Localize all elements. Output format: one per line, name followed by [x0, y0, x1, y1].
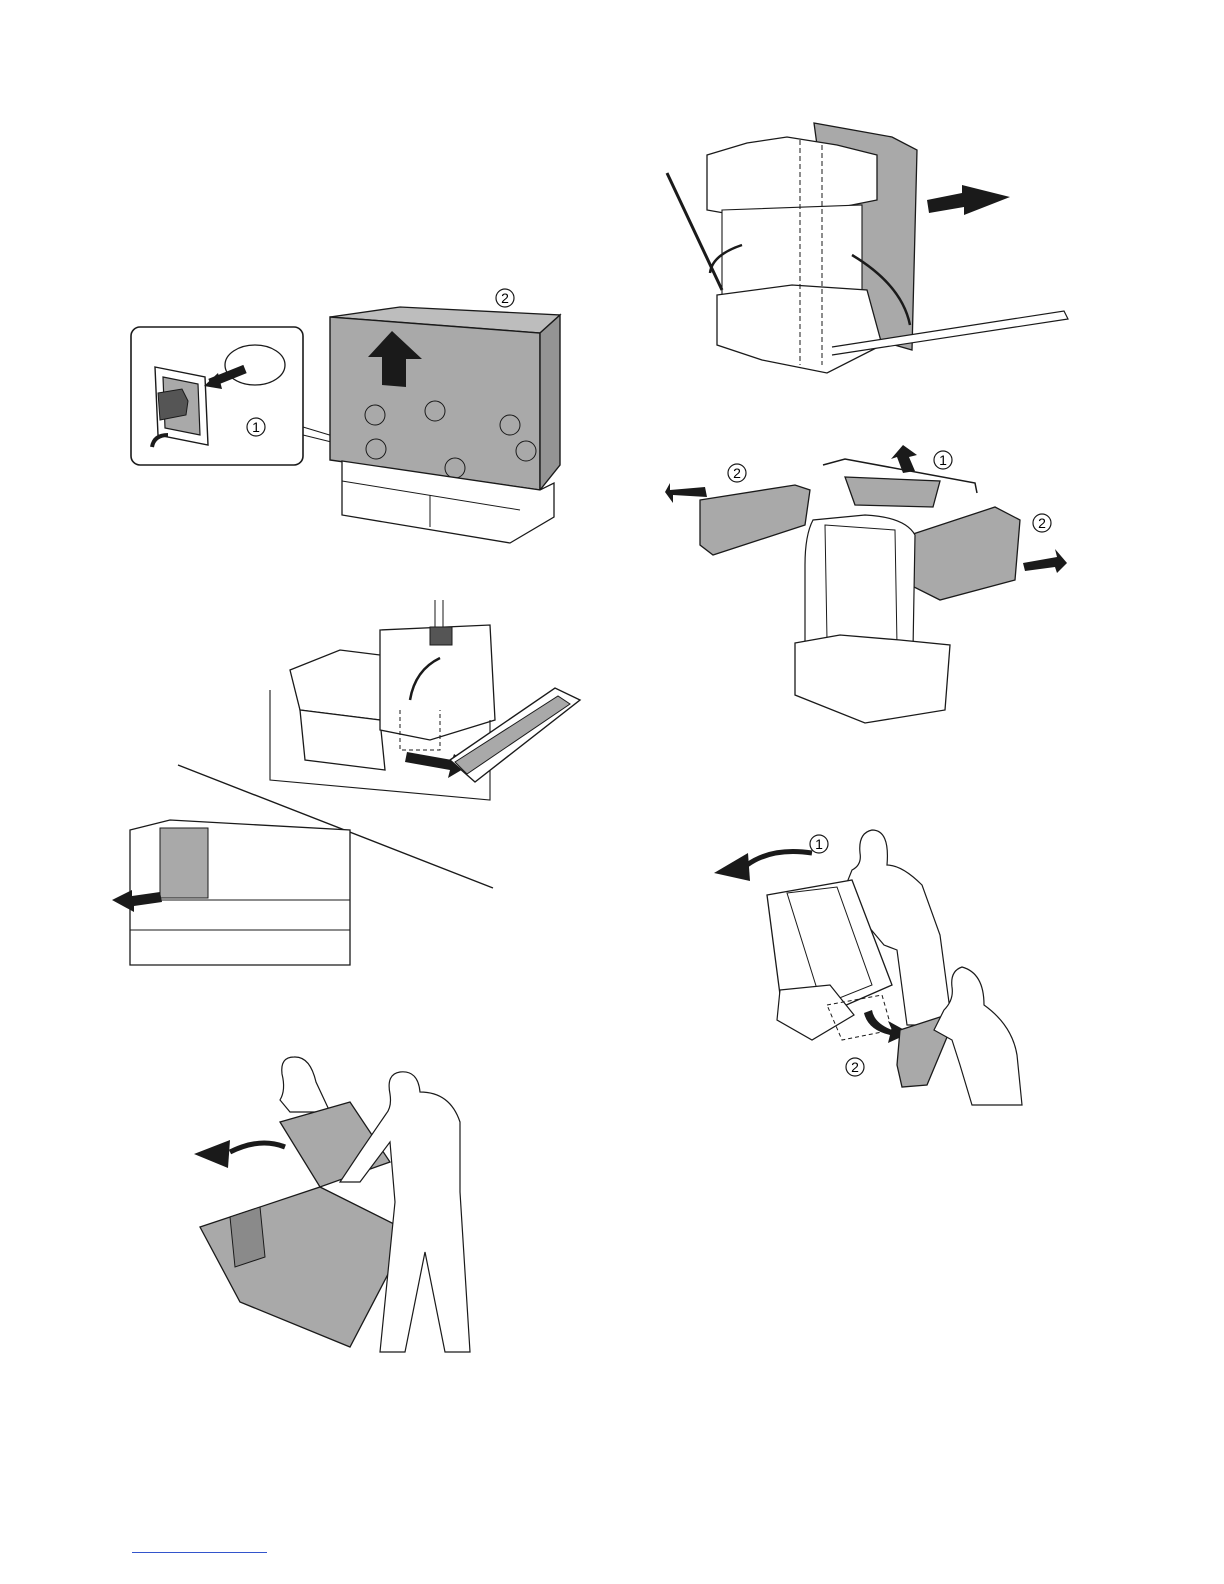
figure-remove-side-panel: [662, 115, 1074, 380]
packed-unit-upright: [707, 137, 882, 373]
carton-box: [330, 307, 560, 490]
step-label: 2: [501, 290, 509, 306]
left-arrow-icon: [927, 185, 1010, 215]
curved-left-arrow-icon: [230, 1143, 285, 1152]
packing-piece-top: [823, 445, 977, 507]
packing-piece-left: [665, 483, 810, 555]
figure-remove-top-packing: 1 2 2: [665, 445, 1070, 730]
step-label: 2: [851, 1059, 859, 1075]
figure-tilt-unit: [190, 1052, 530, 1362]
unit-side-view: [112, 820, 350, 965]
step-label: 1: [815, 836, 823, 852]
right-arrow-icon: [1023, 549, 1067, 573]
step-label: 2: [733, 465, 741, 481]
step-label: 2: [1038, 515, 1046, 531]
footer-rule: [132, 1552, 267, 1553]
figure-remove-carton: 1 2: [130, 285, 570, 550]
figure-remove-brackets: [110, 600, 580, 980]
figure-lower-unit: 1 2: [712, 825, 1030, 1110]
step-label: 1: [939, 452, 947, 468]
curved-left-arrow-icon: [747, 852, 812, 866]
step-label: 1: [252, 419, 260, 435]
person-back: [280, 1057, 330, 1112]
